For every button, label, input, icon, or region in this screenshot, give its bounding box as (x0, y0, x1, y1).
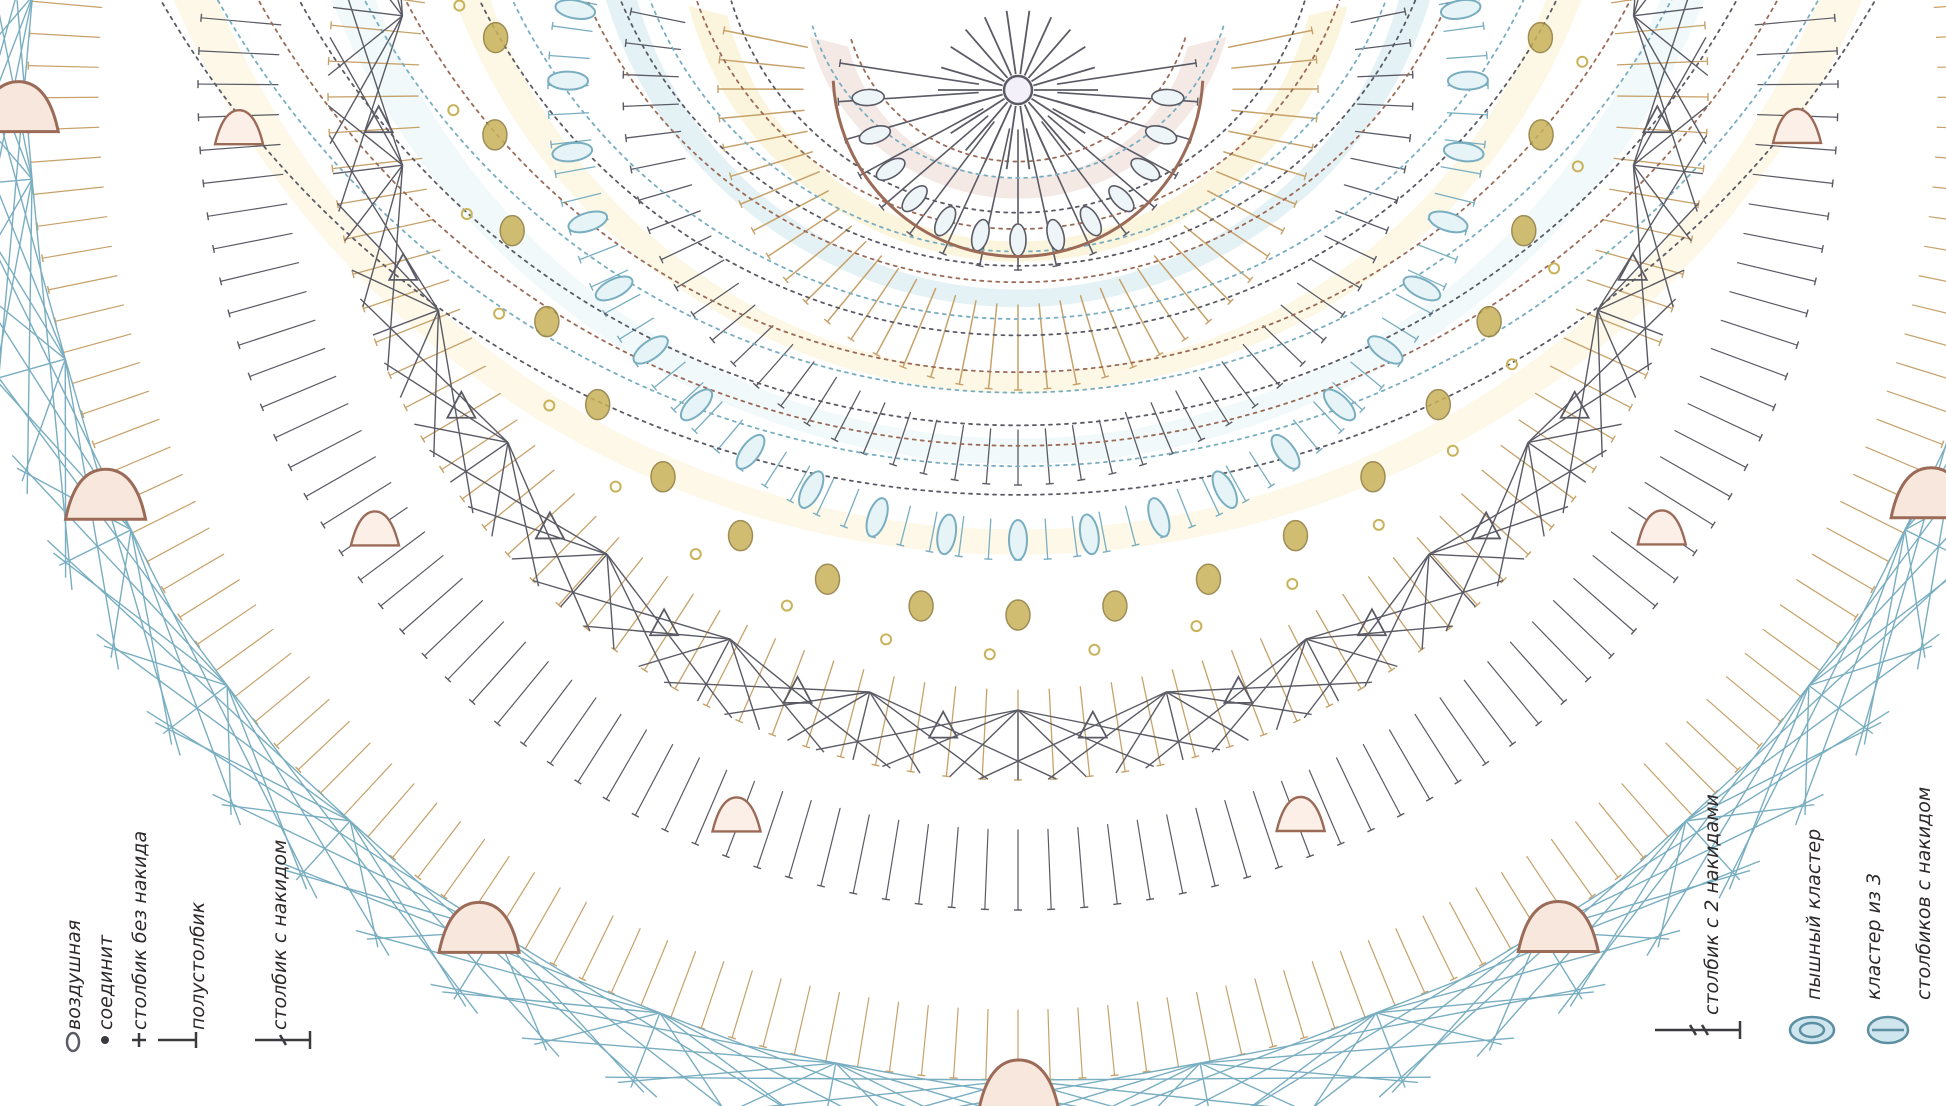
stitch-top (1484, 141, 1485, 149)
blue-leaf-loop (1448, 71, 1488, 90)
stitch-top (201, 14, 202, 22)
stitch-top (1410, 134, 1411, 142)
stitch-post (1618, 96, 1708, 97)
gold-bobble (484, 23, 508, 53)
stitch-top (1111, 1075, 1119, 1076)
stitch-top (203, 179, 204, 187)
stitch-top (200, 146, 201, 154)
stitch-top (915, 903, 923, 904)
gold-bobble (1196, 564, 1220, 594)
stitch-post (1758, 84, 1838, 85)
cluster3-icon (1868, 1017, 1908, 1043)
gold-bobble (1528, 23, 1552, 53)
legend-label: воздушная (63, 920, 85, 1030)
stitch-top (1078, 1078, 1086, 1079)
stitch-top (948, 907, 956, 908)
slip-dot-icon (101, 1036, 109, 1044)
gold-bobble (1361, 462, 1385, 492)
stitch-top (549, 51, 550, 59)
stitch-top (1086, 776, 1094, 777)
stitch-top (1043, 388, 1051, 389)
stitch-top (950, 1078, 958, 1079)
stitch-top (1113, 903, 1121, 904)
stitch-top (917, 1075, 925, 1076)
legend-label-2: столбиков с накидом (1913, 787, 1935, 1000)
stitch-post (1938, 97, 1946, 98)
stitch-top (838, 98, 839, 106)
legend-item-slip: соединит (95, 934, 117, 1044)
magic-ring (1004, 76, 1032, 104)
gold-bobble (728, 521, 752, 551)
stitch-top (332, 165, 333, 173)
stitch-top (551, 141, 552, 149)
stitch-top (982, 483, 990, 484)
gold-bobble (1512, 216, 1536, 246)
inner-leaf (1010, 224, 1026, 256)
gold-bobble (1529, 120, 1553, 150)
gold-bobble (483, 120, 507, 150)
legend-label: столбик с накидом (269, 840, 291, 1030)
stitch-top (1486, 51, 1487, 59)
legend-label: кластер из 3 (1863, 873, 1885, 1000)
stitch-top (719, 56, 720, 64)
stitch-top (1834, 14, 1835, 22)
stitch-top (1197, 98, 1198, 106)
stitch-top (1044, 559, 1052, 560)
puff-cluster-icon (1790, 1017, 1834, 1043)
stitch-top (1410, 39, 1411, 47)
stitch-top (1832, 179, 1833, 187)
gold-bobble (909, 591, 933, 621)
stitch-top (625, 39, 626, 47)
legend-label: столбик без накида (129, 831, 151, 1030)
gold-bobble (586, 390, 610, 420)
stitch-top (1835, 146, 1836, 154)
stitch-top (985, 388, 993, 389)
stitch-post (328, 96, 418, 97)
stitch-top (625, 134, 626, 142)
stitch-post (198, 84, 278, 85)
gold-bobble (500, 216, 524, 246)
legend-label: соединит (95, 934, 117, 1030)
legend-label: столбик с 2 накидами (1701, 794, 1723, 1015)
stitch-top (331, 21, 332, 29)
blue-leaf-loop (1009, 520, 1027, 560)
stitch-top (1316, 56, 1317, 64)
gold-bobble (1284, 521, 1308, 551)
stitch-top (1705, 21, 1706, 29)
blue-leaf-loop (548, 71, 588, 90)
stitch-top (942, 776, 950, 777)
stitch-top (1703, 165, 1704, 173)
stitch-top (1080, 907, 1088, 908)
stitch-top (1046, 483, 1054, 484)
gold-bobble (1477, 307, 1501, 337)
gold-bobble (1006, 600, 1030, 630)
gold-bobble (816, 564, 840, 594)
stitch-top (984, 559, 992, 560)
legend-label: полустолбик (187, 901, 209, 1030)
legend-item-sc: столбик без накида (129, 831, 151, 1047)
legend-label: пышный кластер (1803, 829, 1825, 1000)
gold-bobble (1103, 591, 1127, 621)
gold-bobble (535, 307, 559, 337)
gold-bobble (1426, 390, 1450, 420)
gold-bobble (651, 462, 675, 492)
